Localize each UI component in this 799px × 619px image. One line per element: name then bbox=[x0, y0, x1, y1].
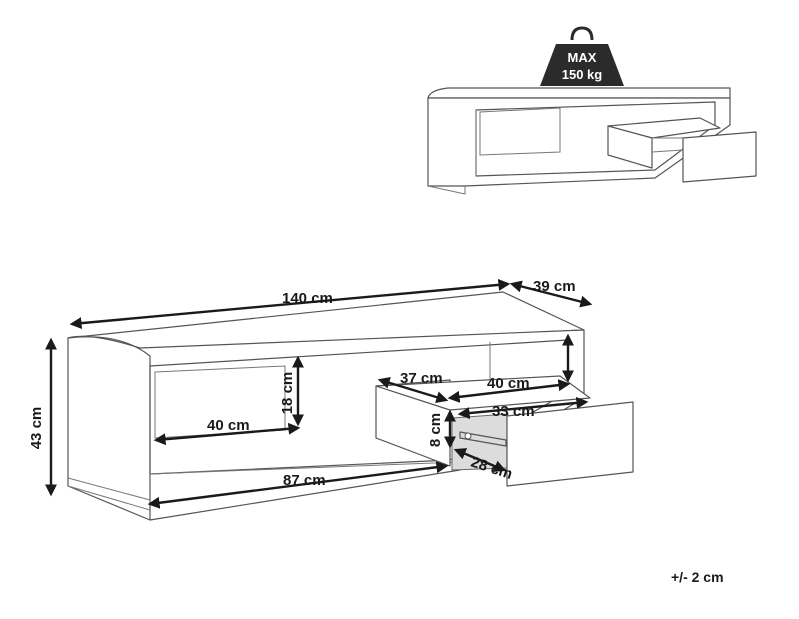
dim-line-width bbox=[69, 278, 511, 330]
small-top-surface bbox=[427, 87, 731, 99]
label-drawer-height: 8 cm bbox=[427, 413, 444, 447]
weight-icon bbox=[540, 44, 624, 86]
weight-badge: MAX 150 kg bbox=[540, 26, 624, 86]
label-shelf-width: 40 cm bbox=[207, 417, 250, 434]
weight-badge-line2: 150 kg bbox=[562, 67, 603, 82]
dim-line-drawer-width-inner bbox=[457, 396, 589, 420]
label-width: 140 cm bbox=[282, 290, 333, 307]
dim-line-drawer-depth-inner bbox=[453, 448, 507, 472]
label-bottom-width: 87 cm bbox=[283, 472, 326, 489]
label-drawer-depth-outer: 37 cm bbox=[400, 370, 443, 387]
drawer-front-panel bbox=[506, 401, 634, 487]
dim-line-bottom-width bbox=[147, 461, 449, 509]
dim-line-shelf-width bbox=[153, 422, 301, 446]
dim-line-drawer-width-outer bbox=[447, 379, 571, 403]
small-shelf bbox=[479, 107, 561, 156]
label-drawer-width-inner: 33 cm bbox=[492, 403, 535, 420]
weight-badge-line1: MAX bbox=[568, 50, 597, 65]
label-height: 43 cm bbox=[28, 407, 45, 450]
small-drawer-front bbox=[682, 131, 757, 183]
drawer-slide-rail bbox=[459, 431, 507, 447]
small-drawer-side bbox=[607, 125, 653, 169]
weight-handle-icon bbox=[570, 26, 594, 41]
dim-line-drawer-depth-outer bbox=[377, 377, 449, 403]
perspective-view: MAX 150 kg bbox=[427, 26, 757, 195]
tolerance-note: +/- 2 cm bbox=[671, 569, 724, 585]
label-depth: 39 cm bbox=[533, 278, 576, 295]
dim-line-depth bbox=[509, 280, 593, 308]
dimension-lines bbox=[45, 278, 593, 509]
main-base-plinth bbox=[67, 477, 151, 511]
label-drawer-width-outer: 40 cm bbox=[487, 375, 530, 392]
label-shelf-height: 18 cm bbox=[279, 372, 296, 415]
drawer-slide-screw-icon bbox=[464, 432, 472, 440]
main-left-edge bbox=[67, 336, 151, 520]
